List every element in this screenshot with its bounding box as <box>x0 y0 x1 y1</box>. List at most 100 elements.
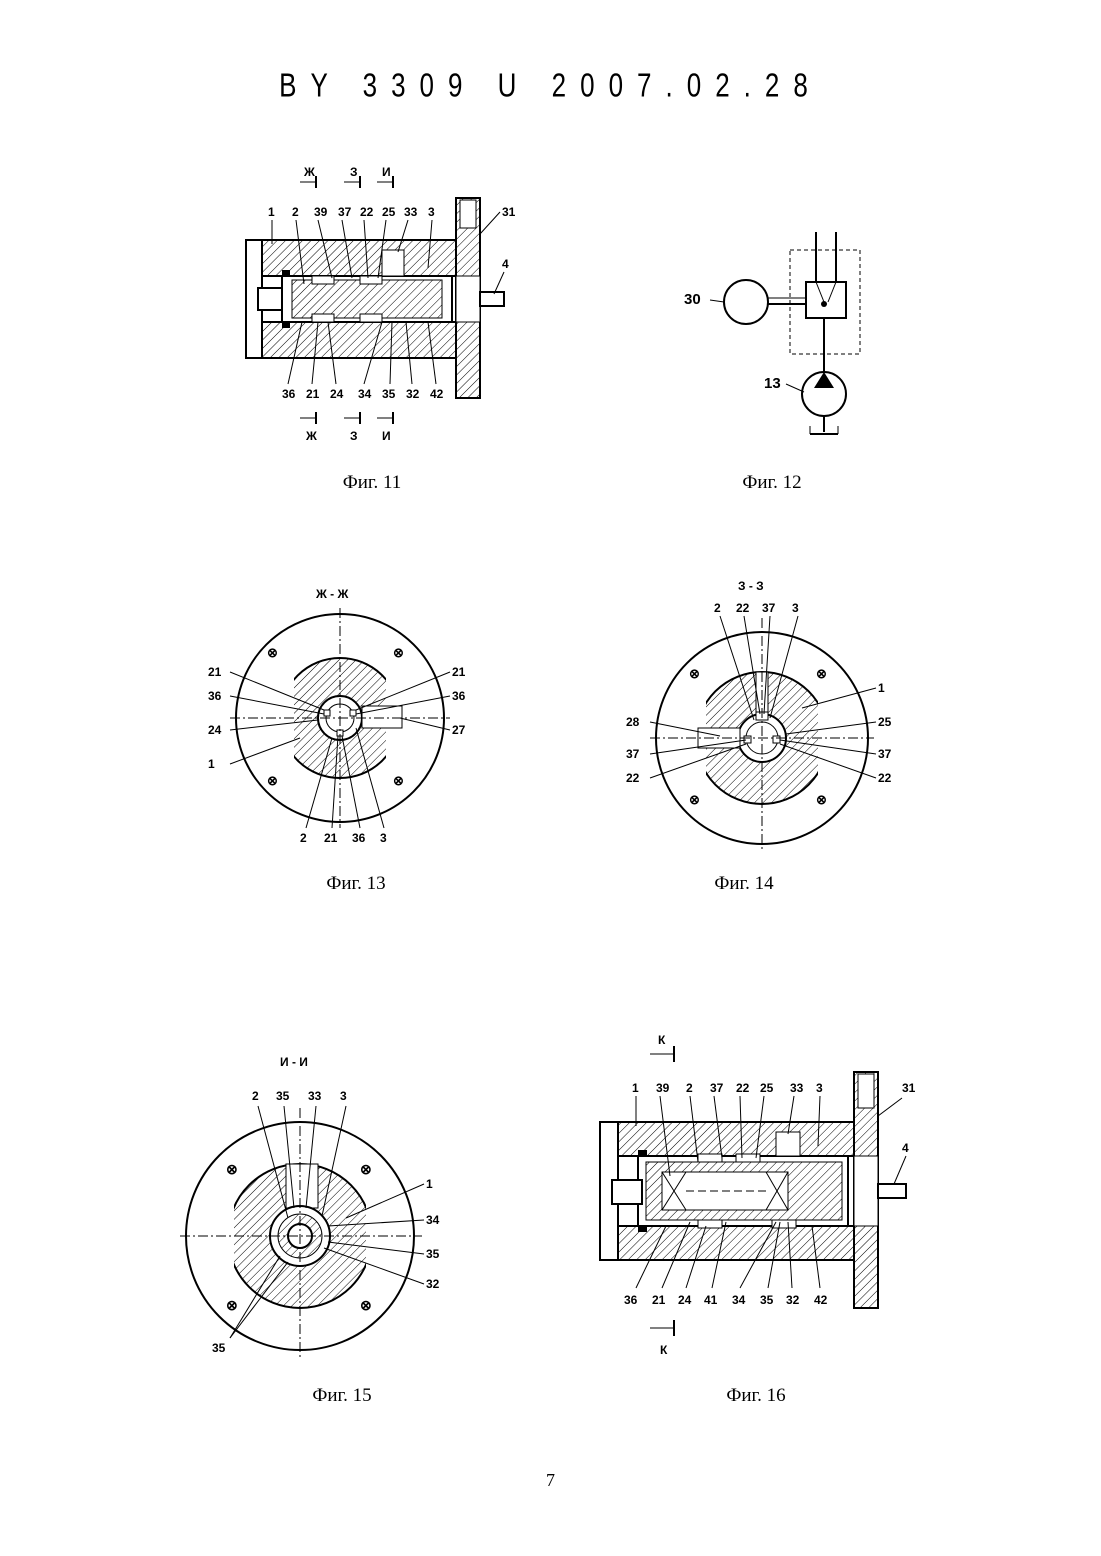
figure-13-drawing: Ж - Ж ⊗⊗ ⊗⊗ 21 36 24 1 21 36 27 2 21 36 … <box>200 578 480 850</box>
svg-text:⊗: ⊗ <box>360 1161 372 1177</box>
svg-text:1: 1 <box>632 1081 639 1095</box>
svg-text:4: 4 <box>902 1141 909 1155</box>
svg-text:2: 2 <box>300 831 307 845</box>
fig13-section-view: ⊗⊗ ⊗⊗ <box>230 608 450 828</box>
svg-text:36: 36 <box>452 689 466 703</box>
svg-text:1: 1 <box>208 757 215 771</box>
svg-text:3: 3 <box>380 831 387 845</box>
svg-text:К: К <box>660 1343 668 1357</box>
svg-text:21: 21 <box>652 1293 666 1307</box>
svg-text:35: 35 <box>382 387 396 401</box>
page-number: 7 <box>0 1470 1101 1491</box>
svg-text:3: 3 <box>340 1089 347 1103</box>
svg-text:⊗: ⊗ <box>226 1297 238 1313</box>
svg-text:22: 22 <box>360 205 374 219</box>
fig14-section-title: З - З <box>738 579 764 593</box>
fig16-bottom-labels: 36 21 24 41 34 35 32 42 <box>624 1293 828 1307</box>
svg-text:33: 33 <box>404 205 418 219</box>
svg-text:И: И <box>382 165 391 179</box>
svg-text:37: 37 <box>710 1081 724 1095</box>
svg-text:22: 22 <box>626 771 640 785</box>
svg-text:3: 3 <box>792 601 799 615</box>
svg-text:⊗: ⊗ <box>689 792 700 807</box>
figure-13-caption: Фиг. 13 <box>256 873 456 895</box>
svg-text:42: 42 <box>430 387 444 401</box>
fig11-bottom-labels: 36 21 24 34 35 32 42 <box>282 387 444 401</box>
svg-text:36: 36 <box>282 387 296 401</box>
svg-text:33: 33 <box>308 1089 322 1103</box>
svg-text:37: 37 <box>626 747 640 761</box>
figure-15-caption: Фиг. 15 <box>242 1385 442 1407</box>
svg-text:И: И <box>382 429 391 443</box>
patent-header: BY 3309 U 2007.02.28 <box>0 65 1101 105</box>
svg-text:33: 33 <box>790 1081 804 1095</box>
svg-text:4: 4 <box>502 257 509 271</box>
fig16-section-marks-top: К <box>650 1033 674 1062</box>
svg-text:2: 2 <box>686 1081 693 1095</box>
svg-text:22: 22 <box>878 771 892 785</box>
svg-text:21: 21 <box>208 665 222 679</box>
svg-text:⊗: ⊗ <box>689 666 700 681</box>
svg-text:36: 36 <box>624 1293 638 1307</box>
svg-text:35: 35 <box>276 1089 290 1103</box>
fig11-section-marks-top: Ж З И <box>300 165 393 188</box>
svg-text:37: 37 <box>878 747 892 761</box>
svg-text:21: 21 <box>306 387 320 401</box>
svg-text:25: 25 <box>878 715 892 729</box>
svg-text:41: 41 <box>704 1293 718 1307</box>
fig14-section-view: ⊗ ⊗ ⊗ ⊗ <box>650 618 874 852</box>
fig11-section-marks-bottom: Ж З И <box>300 412 393 443</box>
figure-15-drawing: И - И ⊗⊗ ⊗⊗ 2 35 33 3 1 34 35 32 35 <box>176 1048 456 1364</box>
fig16-body <box>600 1072 906 1308</box>
svg-text:24: 24 <box>678 1293 692 1307</box>
svg-text:37: 37 <box>762 601 776 615</box>
svg-text:3: 3 <box>816 1081 823 1095</box>
svg-text:34: 34 <box>358 387 372 401</box>
svg-text:32: 32 <box>426 1277 440 1291</box>
svg-text:⊗: ⊗ <box>360 1297 372 1313</box>
svg-text:21: 21 <box>324 831 338 845</box>
svg-text:35: 35 <box>426 1247 440 1261</box>
figure-16-drawing: К 1 39 2 37 22 25 33 3 31 4 <box>590 1026 922 1360</box>
svg-text:1: 1 <box>268 205 275 219</box>
svg-text:25: 25 <box>382 205 396 219</box>
svg-text:⊗: ⊗ <box>393 773 404 788</box>
fig12-label-13: 13 <box>764 375 781 392</box>
svg-text:34: 34 <box>426 1213 440 1227</box>
svg-text:⊗: ⊗ <box>816 666 827 681</box>
svg-text:1: 1 <box>878 681 885 695</box>
svg-text:З: З <box>350 429 358 443</box>
svg-text:⊗: ⊗ <box>393 645 404 660</box>
figure-11-caption: Фиг. 11 <box>272 472 472 494</box>
fig13-section-title: Ж - Ж <box>315 587 349 601</box>
svg-text:35: 35 <box>760 1293 774 1307</box>
svg-text:39: 39 <box>314 205 328 219</box>
svg-text:21: 21 <box>452 665 466 679</box>
fig12-label-30: 30 <box>684 291 701 308</box>
figure-12-drawing: 30 13 <box>670 222 870 442</box>
svg-text:24: 24 <box>208 723 222 737</box>
fig11-body <box>246 198 504 398</box>
svg-text:36: 36 <box>352 831 366 845</box>
svg-text:22: 22 <box>736 601 750 615</box>
svg-text:К: К <box>658 1033 666 1047</box>
svg-text:36: 36 <box>208 689 222 703</box>
svg-text:28: 28 <box>626 715 640 729</box>
svg-text:34: 34 <box>732 1293 746 1307</box>
figure-16-caption: Фиг. 16 <box>656 1385 856 1407</box>
figure-12-caption: Фиг. 12 <box>672 472 872 494</box>
svg-text:31: 31 <box>502 205 516 219</box>
svg-text:24: 24 <box>330 387 344 401</box>
svg-text:25: 25 <box>760 1081 774 1095</box>
svg-text:31: 31 <box>902 1081 916 1095</box>
svg-text:2: 2 <box>714 601 721 615</box>
svg-text:27: 27 <box>452 723 466 737</box>
svg-text:⊗: ⊗ <box>816 792 827 807</box>
svg-text:3: 3 <box>428 205 435 219</box>
svg-text:42: 42 <box>814 1293 828 1307</box>
figure-14-drawing: З - З ⊗ ⊗ ⊗ ⊗ 2 22 37 3 28 37 22 1 25 37 2… <box>620 572 900 852</box>
svg-text:35: 35 <box>212 1341 226 1355</box>
svg-text:Ж: Ж <box>303 165 315 179</box>
svg-text:2: 2 <box>252 1089 259 1103</box>
svg-text:32: 32 <box>786 1293 800 1307</box>
